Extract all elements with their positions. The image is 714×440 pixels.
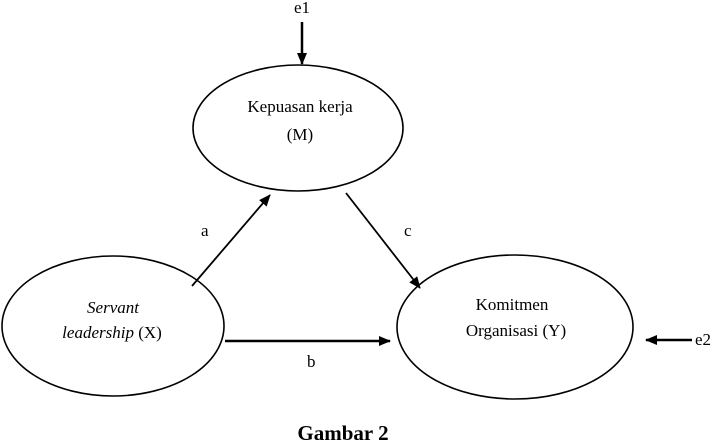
error-label-e1: e1	[294, 0, 311, 17]
figure-caption: Gambar 2	[297, 421, 389, 440]
arrow-c-m-to-y	[345, 192, 421, 289]
path-label-c: c	[404, 221, 412, 240]
node-x-label-line1: Servant	[87, 297, 139, 319]
node-m-label-line1: Kepuasan kerja	[247, 97, 353, 116]
error-label-e2: e2	[695, 330, 712, 349]
node-m-ellipse	[192, 64, 404, 192]
node-m-label-line2: (M)	[286, 125, 314, 144]
node-x-servant-text: Servant	[87, 298, 139, 317]
node-x-leadership-text: leadership	[62, 323, 134, 342]
node-x-code-text: (X)	[133, 323, 162, 342]
node-y-label-line1: Komitmen	[475, 295, 549, 314]
node-y-label-line2: Organisasi (Y)	[465, 321, 567, 340]
node-y-ellipse	[396, 254, 634, 400]
path-label-a: a	[201, 221, 209, 240]
node-x-ellipse	[1, 255, 225, 397]
arrow-a-x-to-m	[191, 194, 271, 287]
path-label-b: b	[307, 352, 316, 371]
node-x-label-line2: leadership (X)	[62, 322, 162, 344]
